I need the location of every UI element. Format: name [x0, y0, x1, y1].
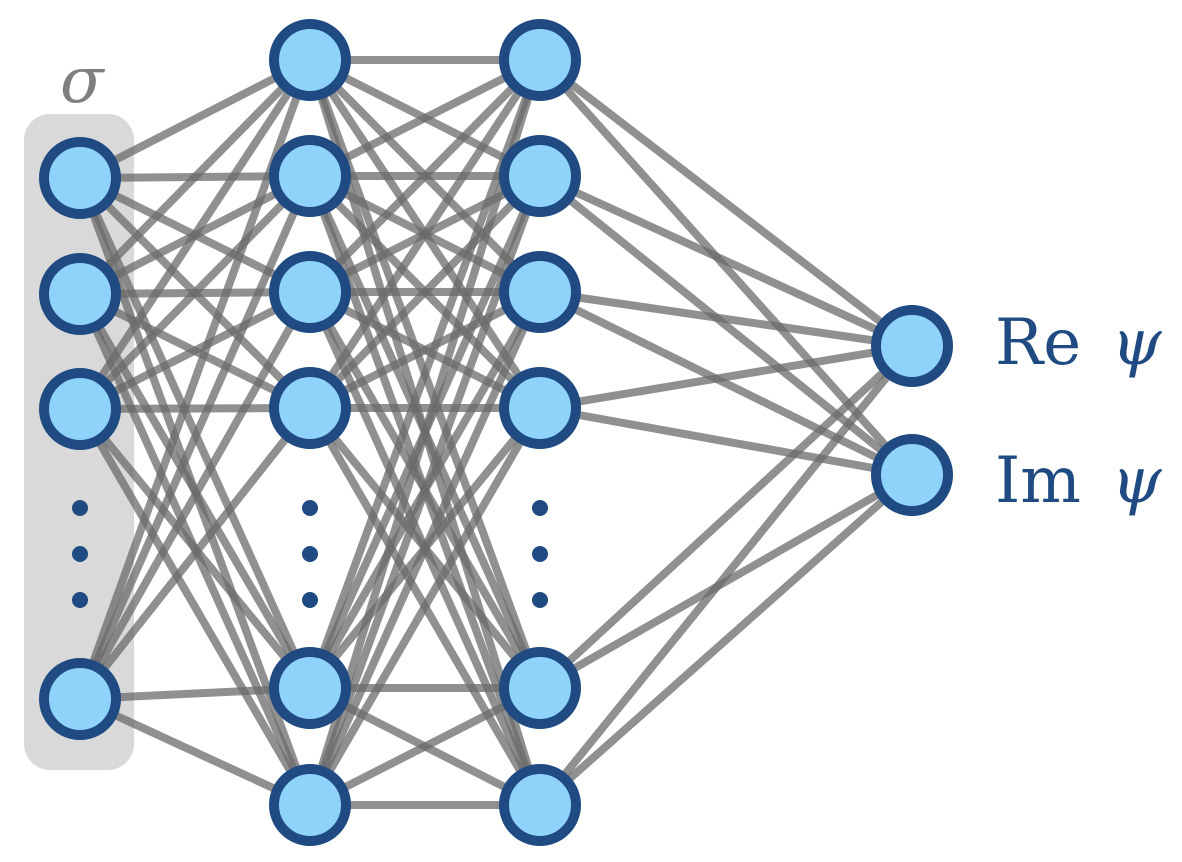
hidden2-output-edge-0-0	[536, 56, 916, 350]
hidden1-hidden2-edge-3-2	[306, 288, 544, 412]
input-hidden1-edge-3-3	[76, 404, 314, 703]
hidden1-node-2	[269, 251, 351, 333]
hidden1-hidden2-edge-2-0	[306, 56, 544, 296]
nodes	[39, 19, 953, 846]
hidden2-node-4	[499, 647, 581, 729]
output-label-imag: Im ψ θ	[995, 444, 1182, 526]
hidden1-hidden2-edge-3-1	[306, 172, 544, 412]
psi-symbol: ψ	[1111, 444, 1162, 518]
hidden2-output-edge-2-0	[536, 288, 916, 350]
input-hidden1-edge-2-0	[76, 56, 314, 413]
output-node-1	[871, 434, 953, 516]
input-node-0	[39, 137, 121, 219]
input-hidden1-edge-2-1	[76, 172, 314, 413]
input-hidden1-edge-0-0	[76, 56, 314, 182]
hidden2-output-edge-3-0	[536, 342, 916, 412]
hidden2-output-edge-5-0	[536, 342, 916, 809]
input-hidden1-edge-1-0	[76, 56, 314, 298]
input-label: σ	[60, 44, 106, 118]
hidden2-node-2	[499, 251, 581, 333]
edges	[76, 56, 916, 809]
ellipsis-dot-1-0	[302, 500, 318, 516]
ellipsis-dot-0-1	[72, 546, 88, 562]
hidden2-node-3	[499, 367, 581, 449]
input-hidden1-edge-3-1	[76, 172, 314, 703]
ellipsis-dot-0-2	[72, 592, 88, 608]
psi-symbol: ψ	[1111, 306, 1162, 380]
hidden1-node-4	[269, 647, 351, 729]
ellipsis-dot-2-2	[532, 592, 548, 608]
hidden2-output-edge-1-1	[536, 172, 916, 479]
ellipsis-dot-1-1	[302, 546, 318, 562]
hidden1-node-5	[269, 764, 351, 846]
input-node-2	[39, 368, 121, 450]
im-prefix: Im	[995, 444, 1081, 518]
hidden1-hidden2-edge-5-3	[306, 404, 544, 809]
input-hidden1-edge-3-5	[76, 695, 314, 809]
ellipsis-dot-0-0	[72, 500, 88, 516]
hidden1-hidden2-edge-5-4	[306, 684, 544, 809]
input-hidden1-edge-2-5	[76, 405, 314, 809]
hidden2-node-5	[499, 764, 581, 846]
output-node-0	[871, 305, 953, 387]
ellipsis-dot-2-1	[532, 546, 548, 562]
hidden2-output-edge-5-1	[536, 471, 916, 809]
hidden2-node-1	[499, 135, 581, 217]
hidden1-hidden2-edge-5-2	[306, 288, 544, 809]
re-prefix: Re	[995, 306, 1081, 380]
hidden2-output-edge-3-1	[536, 404, 916, 479]
hidden1-node-3	[269, 367, 351, 449]
hidden1-hidden2-edge-1-0	[306, 56, 544, 180]
input-hidden1-edge-2-2	[76, 288, 314, 413]
input-node-1	[39, 253, 121, 335]
output-label-real: Re ψ θ	[995, 306, 1182, 388]
hidden2-output-edge-2-1	[536, 288, 916, 479]
hidden1-node-0	[269, 19, 351, 101]
ellipsis-dot-1-2	[302, 592, 318, 608]
hidden1-hidden2-edge-3-0	[306, 56, 544, 412]
ellipsis-dot-2-0	[532, 500, 548, 516]
hidden1-node-1	[269, 135, 351, 217]
input-node-3	[39, 658, 121, 740]
input-hidden1-edge-3-2	[76, 288, 314, 703]
hidden2-output-edge-1-0	[536, 172, 916, 350]
hidden2-output-edge-4-0	[536, 342, 916, 692]
ellipses	[72, 500, 548, 608]
hidden2-node-0	[499, 19, 581, 101]
